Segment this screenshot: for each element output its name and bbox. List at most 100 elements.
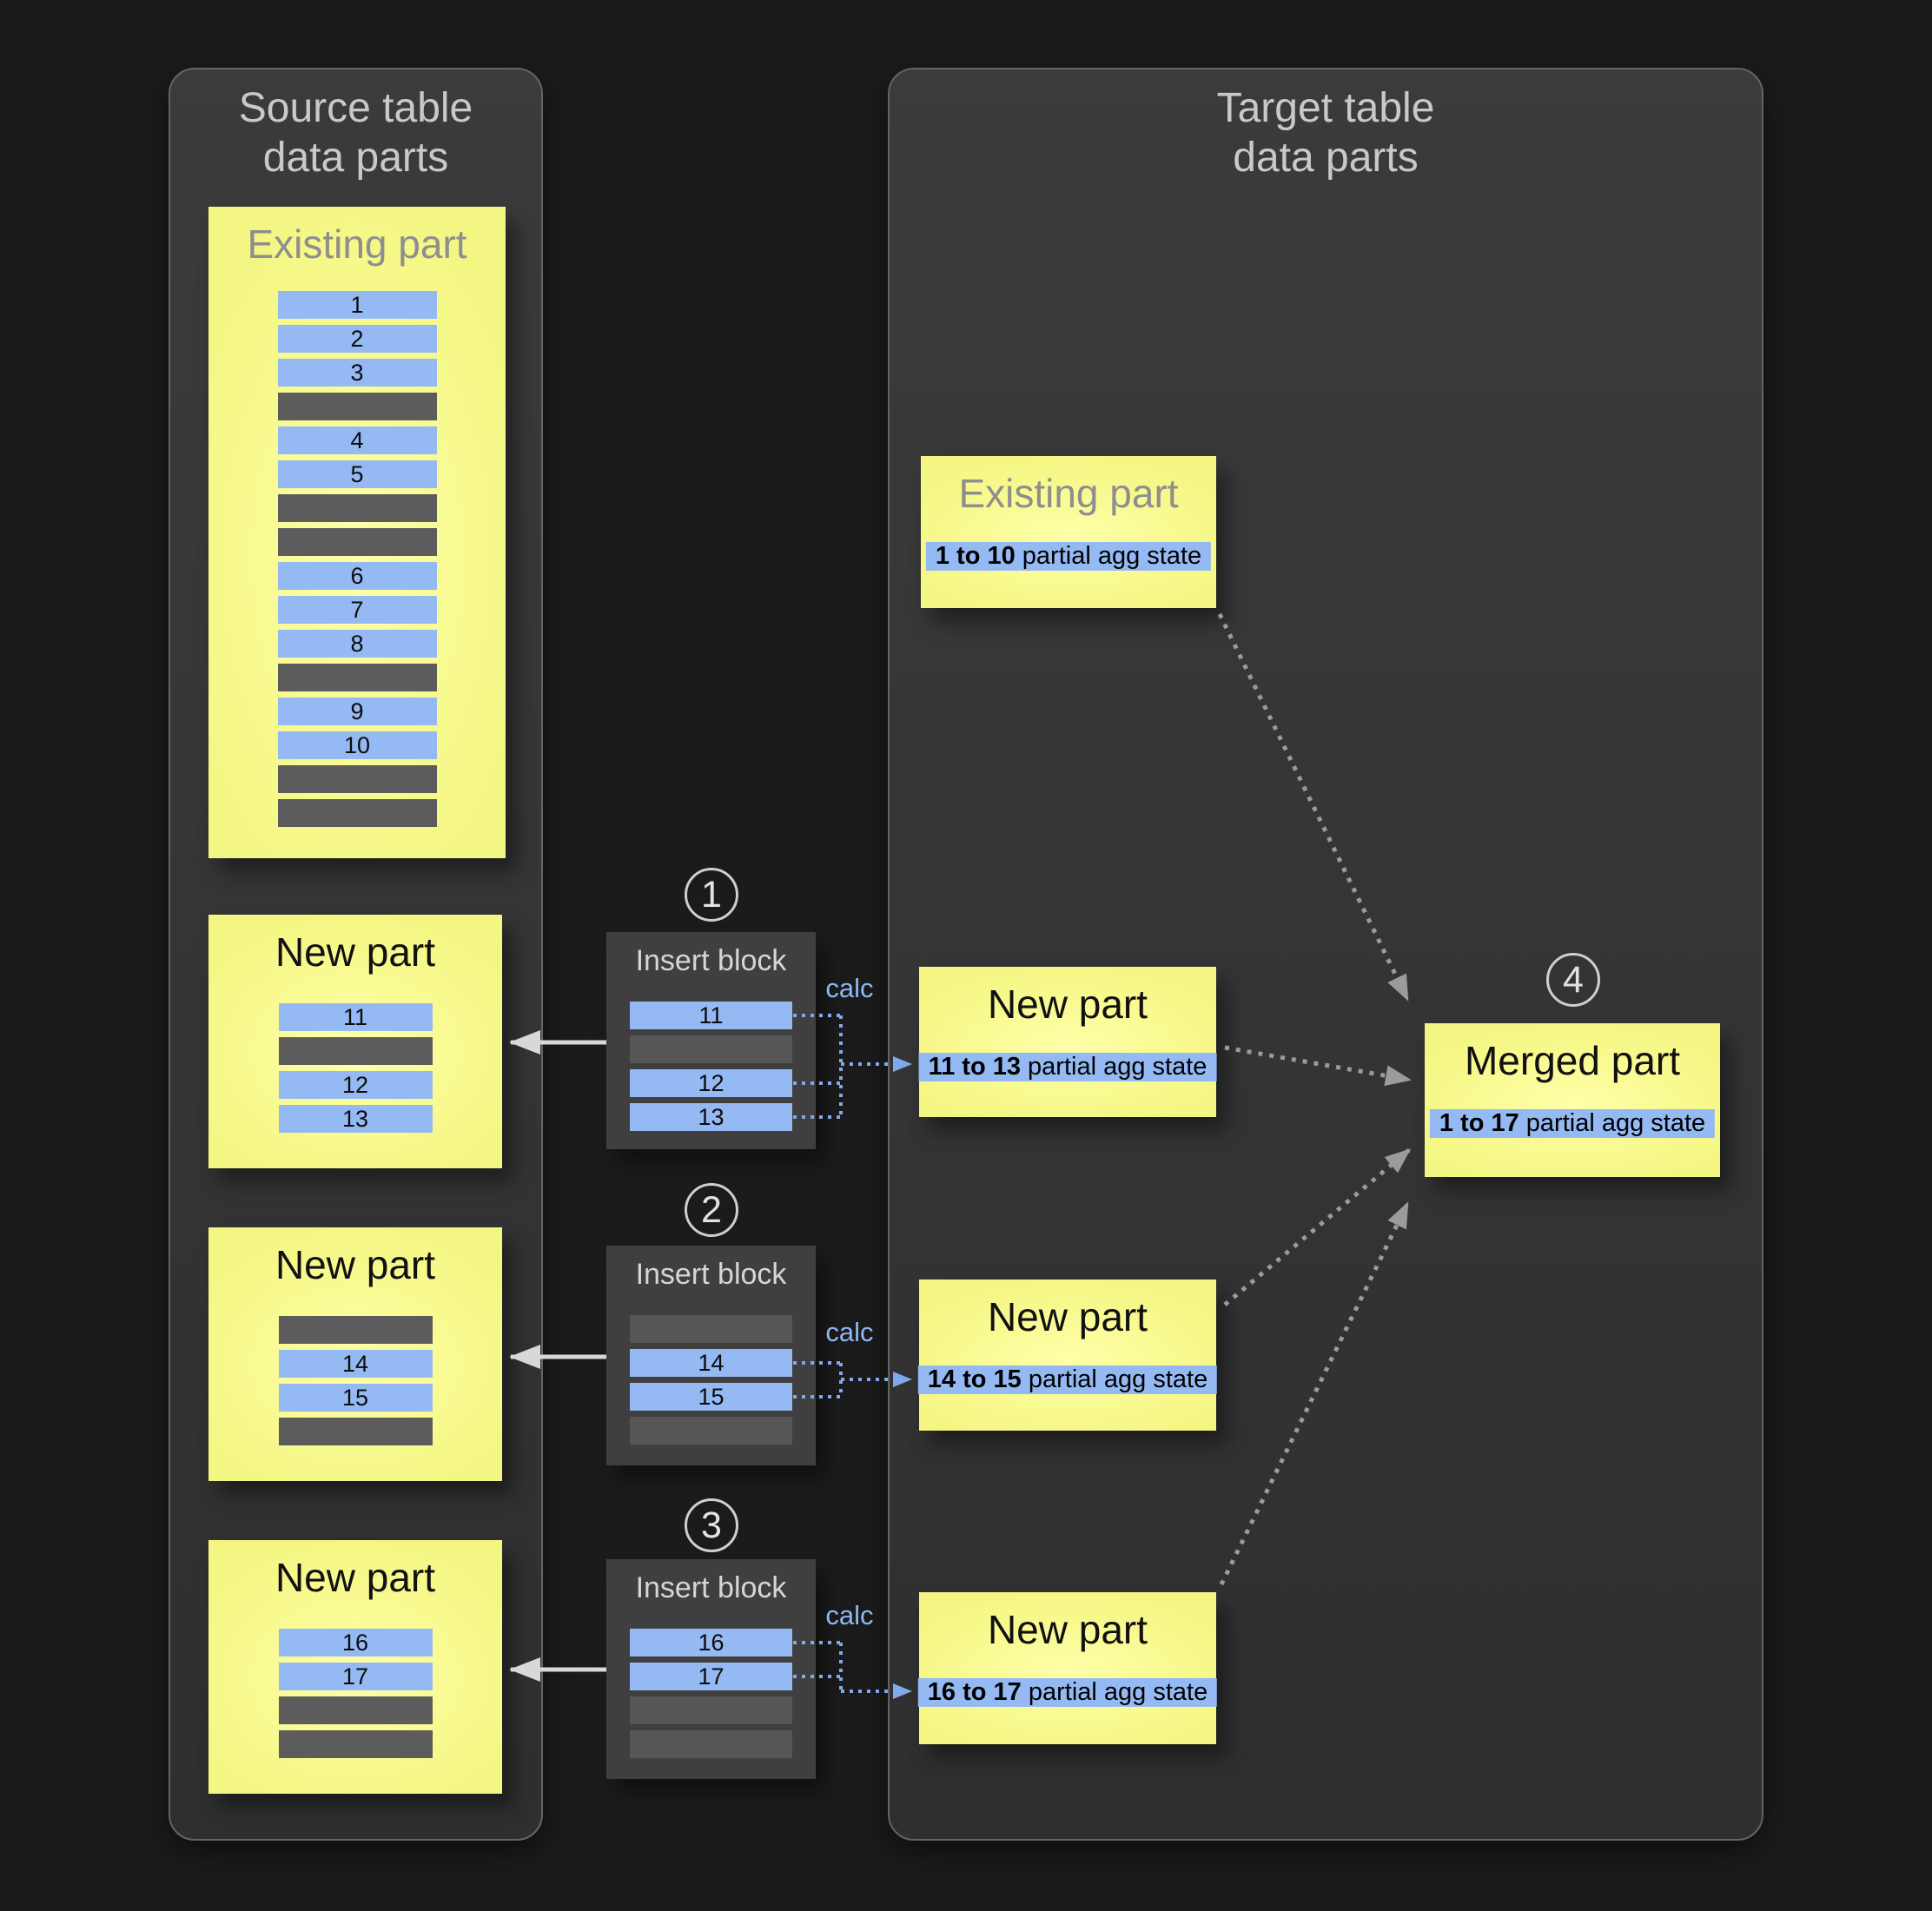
insert-block-1-rows: 11 12 13 [606, 1002, 816, 1137]
row-value: 10 [343, 732, 371, 758]
row-value: 15 [698, 1384, 724, 1410]
part-row: 17 [278, 1663, 433, 1690]
agg-suffix: partial agg state [1015, 542, 1202, 570]
step-1-badge: 1 [685, 868, 738, 922]
step-3-number: 3 [701, 1504, 722, 1546]
part-row [277, 528, 437, 556]
agg-range: 14 to 15 [927, 1365, 1022, 1393]
part-row: 4 [277, 427, 437, 454]
target-new-part-3: New part 16 to 17 partial agg state [917, 1592, 1218, 1744]
target-new-part-3-title: New part [987, 1607, 1148, 1652]
part-row [630, 1730, 792, 1758]
target-table-panel: Target table data parts [888, 68, 1763, 1841]
row-value: 13 [698, 1104, 724, 1130]
agg-state-strip: 16 to 17 partial agg state [917, 1678, 1218, 1707]
agg-suffix: partial agg state [1020, 1053, 1208, 1081]
part-row: 12 [278, 1071, 433, 1099]
part-row: 8 [277, 630, 437, 658]
step-2-badge: 2 [685, 1183, 738, 1237]
source-new-part-3-title: New part [275, 1555, 436, 1600]
target-existing-part: Existing part 1 to 10 partial agg state [921, 456, 1216, 608]
row-value: 15 [341, 1385, 369, 1411]
row-value: 6 [350, 563, 364, 589]
agg-range: 16 to 17 [927, 1678, 1022, 1706]
part-row: 13 [630, 1103, 792, 1131]
part-row: 9 [277, 698, 437, 725]
step-3-badge: 3 [685, 1498, 738, 1552]
source-existing-part-title: Existing part [247, 222, 467, 267]
target-panel-title-line1: Target table [1216, 85, 1435, 131]
target-new-part-1-title: New part [987, 982, 1148, 1027]
calc-label-3: calc [825, 1600, 874, 1630]
row-value: 7 [350, 597, 364, 623]
step-2-number: 2 [701, 1189, 722, 1231]
target-panel-title-line2: data parts [1233, 135, 1419, 181]
step-1-number: 1 [701, 874, 722, 916]
part-row: 6 [277, 562, 437, 590]
row-value: 8 [350, 631, 364, 657]
part-row: 1 [277, 291, 437, 319]
merged-part-title: Merged part [1464, 1038, 1680, 1083]
source-panel-title-line1: Source table [238, 85, 473, 131]
part-row: 11 [630, 1002, 792, 1029]
row-value: 9 [350, 698, 364, 724]
part-row [630, 1696, 792, 1724]
row-value: 14 [698, 1350, 724, 1376]
insert-block-3-title: Insert block [635, 1571, 787, 1604]
step-4-number: 4 [1563, 959, 1584, 1001]
row-value: 14 [341, 1351, 369, 1377]
row-value: 1 [350, 292, 364, 318]
part-row: 11 [278, 1003, 433, 1031]
row-value: 13 [341, 1106, 369, 1132]
part-row [278, 1730, 433, 1758]
part-row: 15 [278, 1384, 433, 1412]
agg-state-strip: 14 to 15 partial agg state [917, 1365, 1218, 1394]
row-value: 17 [698, 1663, 724, 1689]
source-panel-title: Source table data parts [170, 83, 541, 182]
part-row [278, 1418, 433, 1445]
part-row: 3 [277, 359, 437, 387]
part-row: 13 [278, 1105, 433, 1133]
source-new-part-1-rows: 11 12 13 [208, 1003, 502, 1139]
part-row [630, 1315, 792, 1343]
part-row [277, 494, 437, 522]
row-value: 12 [698, 1070, 724, 1096]
part-row: 16 [630, 1629, 792, 1656]
part-row: 10 [277, 731, 437, 759]
target-panel-title: Target table data parts [890, 83, 1762, 182]
part-row: 5 [277, 460, 437, 488]
part-row [630, 1417, 792, 1445]
part-row [277, 765, 437, 793]
target-new-part-2-title: New part [987, 1294, 1148, 1339]
agg-range: 1 to 17 [1439, 1109, 1519, 1137]
part-row: 15 [630, 1383, 792, 1411]
part-row: 12 [630, 1069, 792, 1097]
agg-range: 11 to 13 [928, 1053, 1021, 1081]
agg-state-strip: 1 to 17 partial agg state [1429, 1109, 1716, 1138]
part-row: 7 [277, 596, 437, 624]
agg-suffix: partial agg state [1518, 1109, 1706, 1137]
part-row [630, 1035, 792, 1063]
part-row [277, 393, 437, 420]
row-value: 12 [341, 1072, 369, 1098]
row-value: 16 [341, 1630, 369, 1656]
row-value: 4 [350, 427, 364, 453]
step-4-badge: 4 [1546, 953, 1600, 1007]
part-row: 14 [630, 1349, 792, 1377]
insert-block-2-title: Insert block [635, 1258, 787, 1291]
part-row [278, 1696, 433, 1724]
source-new-part-2-title: New part [275, 1242, 436, 1287]
target-existing-part-title: Existing part [958, 471, 1179, 516]
merged-part: Merged part 1 to 17 partial agg state [1425, 1023, 1720, 1177]
